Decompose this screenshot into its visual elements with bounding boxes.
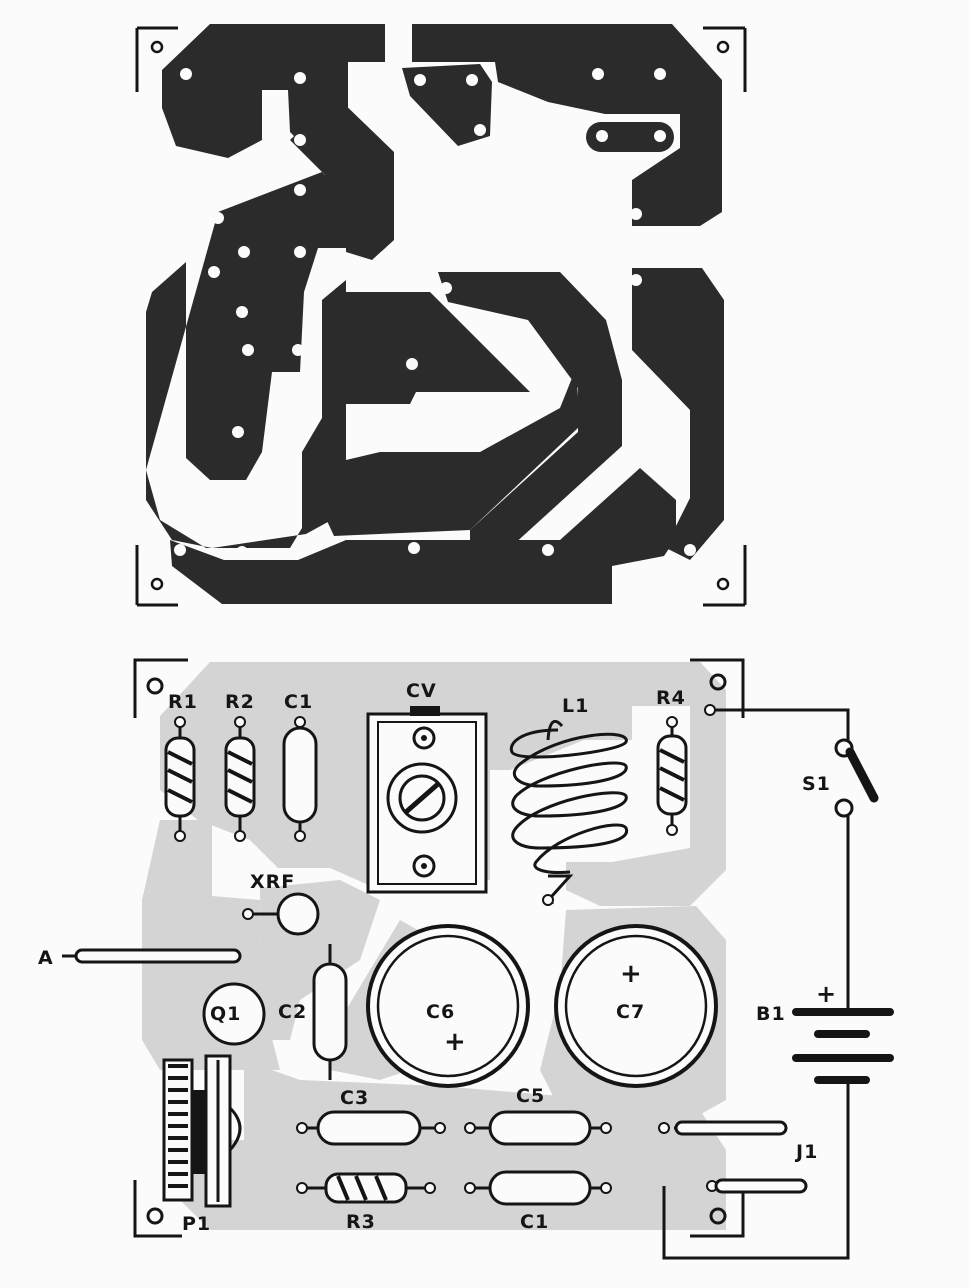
label-l1: L1 <box>562 695 589 717</box>
label-a: A <box>38 947 54 969</box>
capacitor-c2 <box>312 962 348 1062</box>
copper-strip-right <box>632 268 724 560</box>
label-r2: R2 <box>225 691 255 713</box>
drill-holes <box>174 68 696 558</box>
label-c2: C2 <box>278 1001 307 1023</box>
copper-pad-middle-right <box>438 272 622 548</box>
copper-slot <box>586 122 674 152</box>
antenna-lead-a <box>62 948 242 964</box>
label-xrf: XRF <box>250 871 295 893</box>
component-layout: R1 R2 C1 CV L1 R4 S1 XRF A Q1 C2 C6 C7 B… <box>38 658 894 1260</box>
resistor-r4 <box>656 734 688 816</box>
resistor-r1 <box>164 736 196 818</box>
label-c1-bottom: C1 <box>520 1211 549 1233</box>
copper-pad-top-right <box>412 24 722 226</box>
copper-traces <box>146 24 724 604</box>
electrolytic-capacitor-c7 <box>554 924 718 1088</box>
label-q1: Q1 <box>210 1003 241 1025</box>
polarity-c6: + <box>444 1027 467 1057</box>
label-s1: S1 <box>802 773 831 795</box>
switch-s1 <box>834 738 879 818</box>
electrolytic-capacitor-c6 <box>366 924 530 1088</box>
resistor-r3 <box>324 1172 408 1204</box>
copper-pad-left <box>146 172 348 548</box>
wire-r4-switch <box>710 708 850 746</box>
copper-layout-frame <box>135 26 747 607</box>
mounting-holes-top <box>150 40 730 591</box>
resistor-r2 <box>224 736 256 818</box>
label-c7: C7 <box>616 1001 645 1023</box>
battery-b1 <box>792 1008 894 1084</box>
label-j1: J1 <box>794 1141 818 1163</box>
label-c3: C3 <box>340 1087 369 1109</box>
label-r3: R3 <box>346 1211 376 1233</box>
label-p1: P1 <box>182 1213 211 1235</box>
capacitor-c5 <box>488 1110 592 1146</box>
label-r1: R1 <box>168 691 198 713</box>
label-cv: CV <box>406 680 437 702</box>
polarity-marks: + + + <box>444 959 837 1057</box>
transistor-q1 <box>202 982 266 1046</box>
crystal-xrf <box>276 892 320 936</box>
coil-l1 <box>509 719 629 874</box>
polarity-b1: + <box>816 980 837 1008</box>
wire-battery-j1 <box>662 1080 850 1260</box>
mounting-holes-bottom <box>146 673 727 1225</box>
copper-band-bottom <box>170 468 676 604</box>
copper-layout <box>135 24 747 607</box>
label-c6: C6 <box>426 1001 455 1023</box>
copper-pad-middle <box>322 292 580 536</box>
jack-j1 <box>674 1120 808 1194</box>
label-b1: B1 <box>756 1003 786 1025</box>
label-r4: R4 <box>656 687 686 709</box>
label-c1-top: C1 <box>284 691 313 713</box>
potentiometer-p1 <box>162 1054 242 1208</box>
trimmer-capacitor-cv <box>366 706 488 894</box>
label-c5: C5 <box>516 1085 545 1107</box>
polarity-c7: + <box>620 959 643 989</box>
component-layout-frame <box>133 658 745 1238</box>
component-labels: R1 R2 C1 CV L1 R4 S1 XRF A Q1 C2 C6 C7 B… <box>38 680 831 1235</box>
capacitor-c1-top <box>282 726 318 824</box>
copper-band-central <box>290 96 394 260</box>
capacitor-c1-bottom <box>488 1170 592 1206</box>
capacitor-c3 <box>316 1110 422 1146</box>
